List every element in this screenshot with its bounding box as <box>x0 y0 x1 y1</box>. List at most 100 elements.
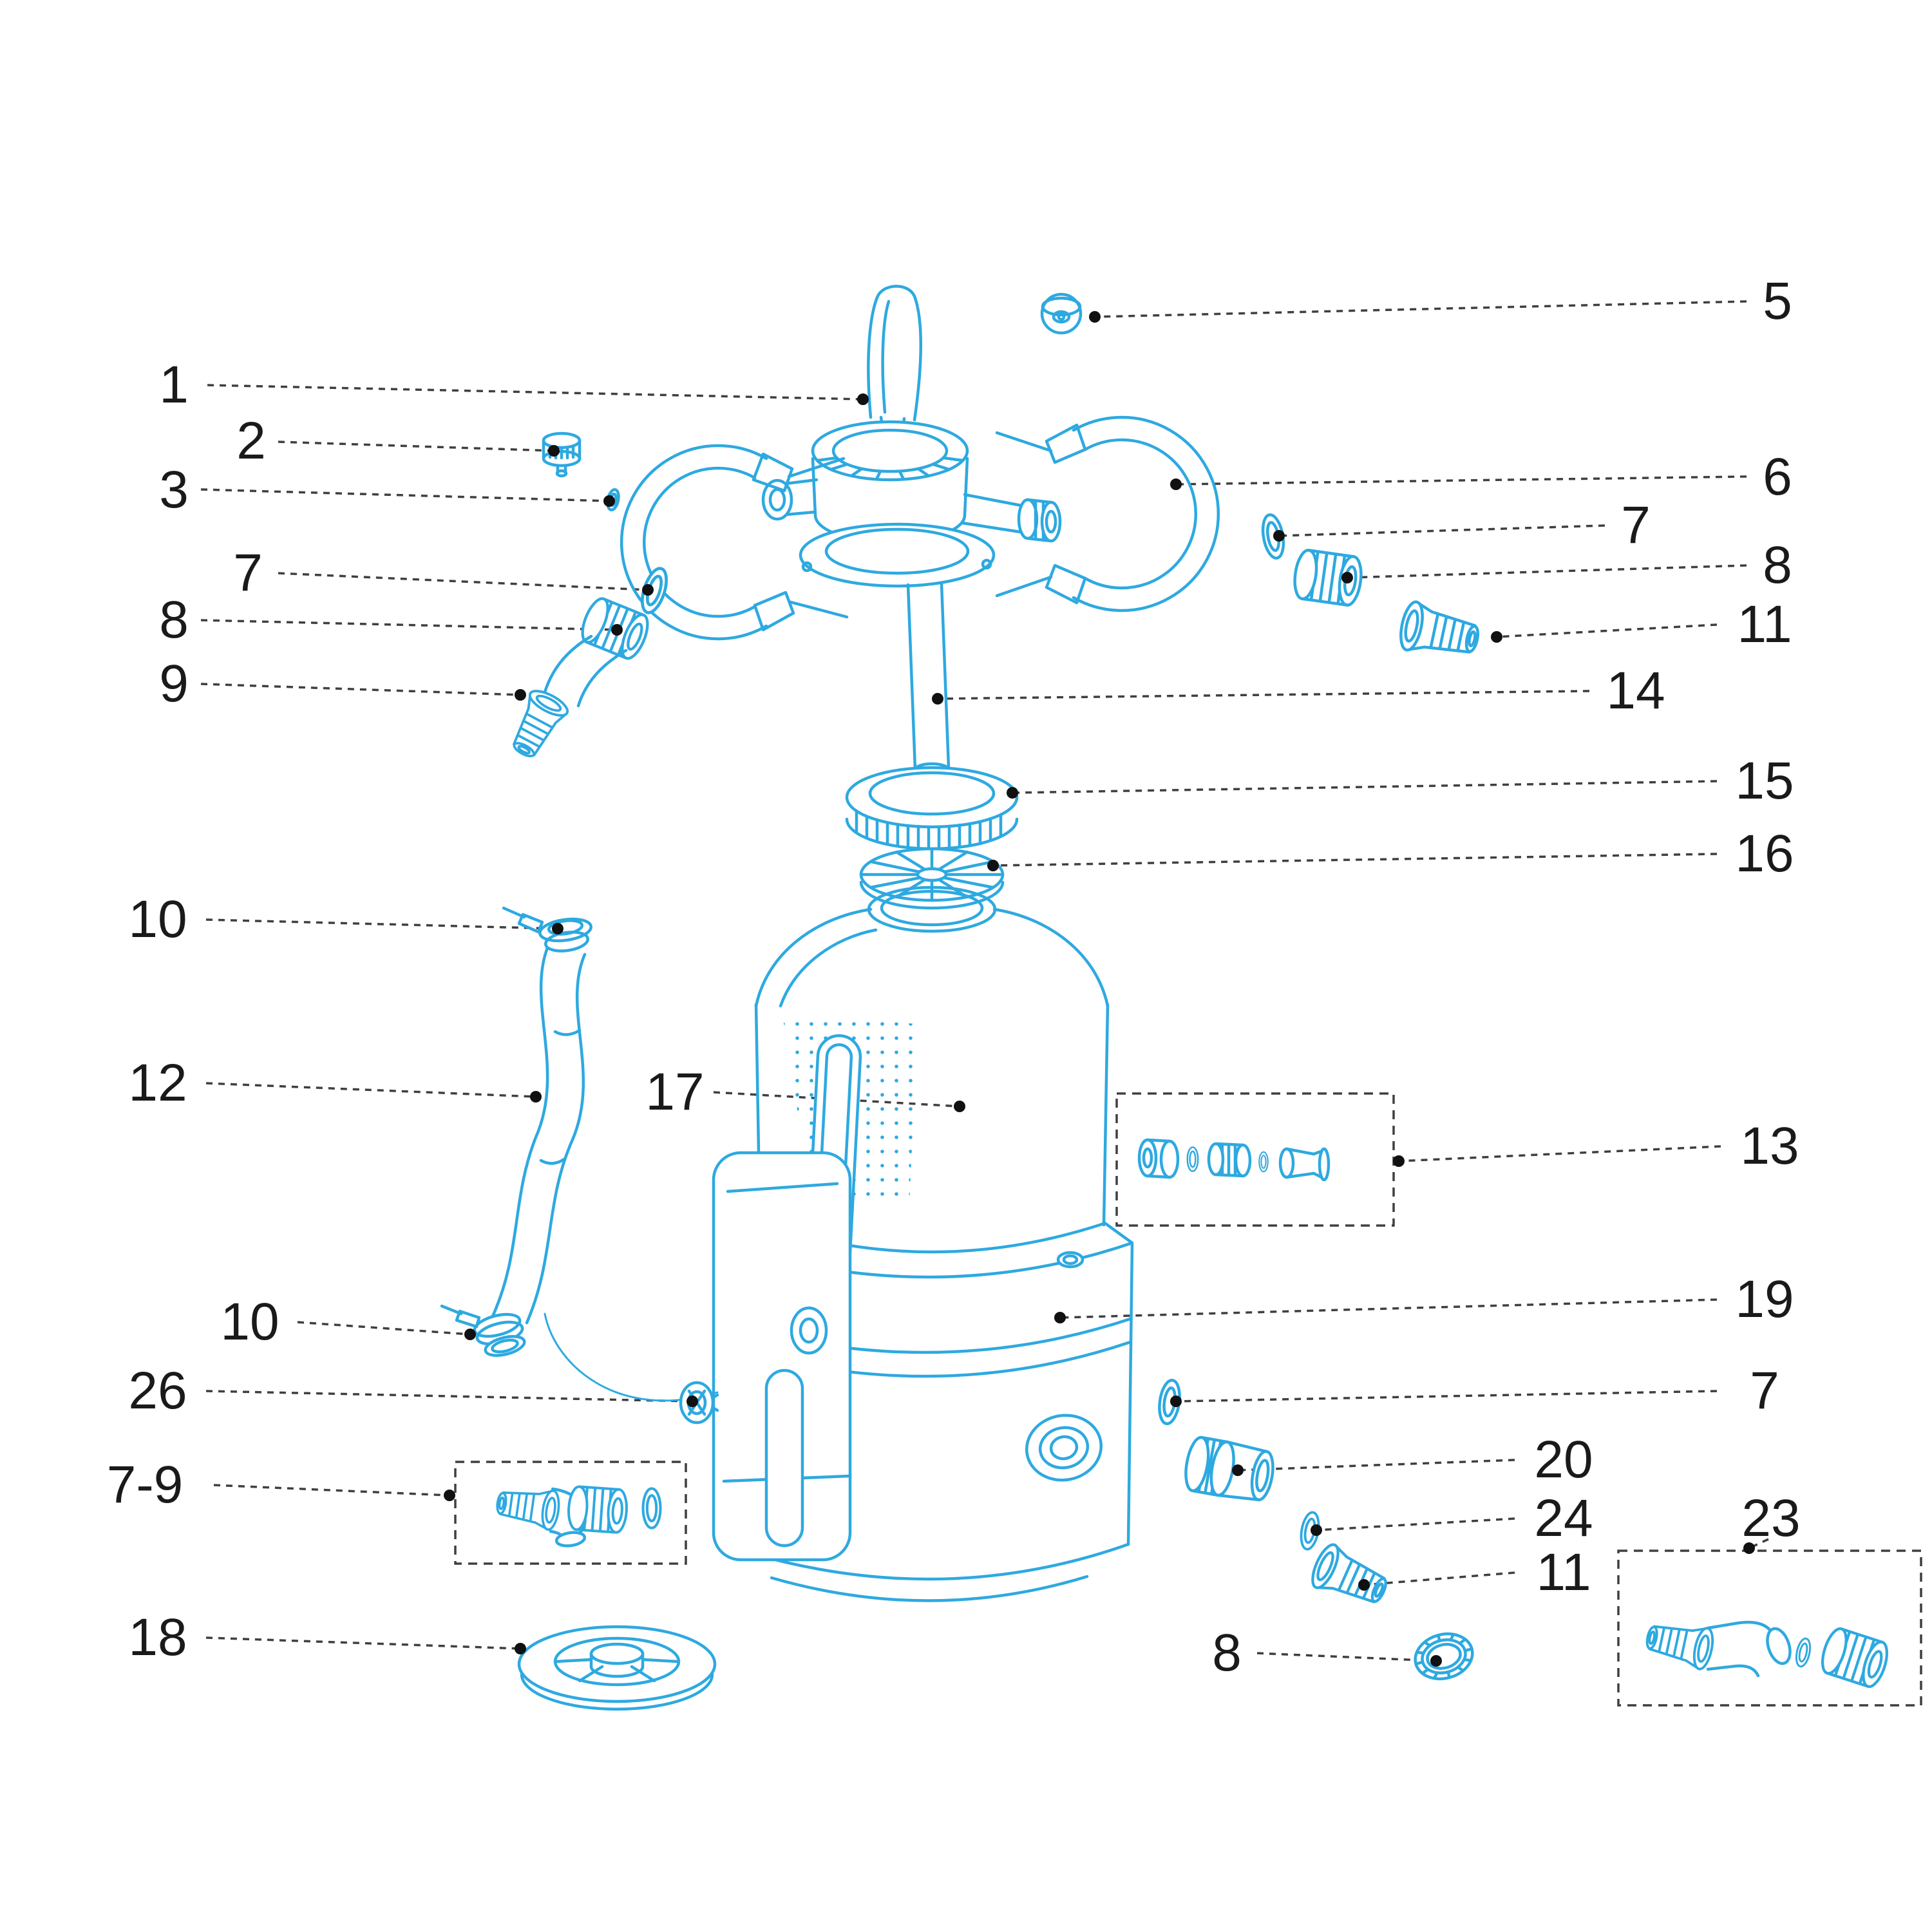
part-18-base <box>517 1625 717 1711</box>
callout-label-7-right: 7 <box>1621 496 1651 554</box>
leader-18 <box>205 1636 521 1650</box>
part-10-clamp-lower <box>440 1304 526 1357</box>
part-6-clamp-right <box>995 415 1220 612</box>
part-13-kit-parts <box>1137 1138 1331 1182</box>
leader-24 <box>1316 1517 1515 1531</box>
part-23-kit-parts <box>1642 1615 1891 1689</box>
leader-dot-8-right <box>1341 572 1353 583</box>
leader-5 <box>1094 300 1747 318</box>
leader-dot-7-9 <box>444 1490 455 1501</box>
callout-label-11-right: 11 <box>1737 595 1792 654</box>
callout-label-6: 6 <box>1763 448 1792 506</box>
part-26-drain-valve <box>679 1381 719 1425</box>
leader-dot-11-right <box>1491 631 1502 643</box>
callout-label-18: 18 <box>128 1608 187 1667</box>
leader-10-lower <box>297 1321 471 1336</box>
callout-label-8-right: 8 <box>1763 536 1792 594</box>
callout-label-2: 2 <box>236 412 266 470</box>
callout-label-8-left: 8 <box>159 591 189 649</box>
leader-12 <box>205 1082 536 1098</box>
leader-dot-12 <box>530 1091 542 1103</box>
callout-label-7-bottom: 7 <box>1750 1361 1779 1420</box>
leader-dot-11-bottom <box>1358 1579 1370 1591</box>
leader-dot-10-upper <box>552 923 564 934</box>
leader-dot-17 <box>954 1101 965 1112</box>
callout-label-26: 26 <box>128 1361 187 1420</box>
part-11-adapter-right <box>1397 600 1482 664</box>
leader-dot-10-lower <box>464 1329 476 1340</box>
callout-label-19: 19 <box>1735 1270 1794 1329</box>
part-23-kit-box <box>1617 1549 1922 1707</box>
leader-1 <box>207 384 864 401</box>
leader-2 <box>278 440 554 452</box>
callout-label-5: 5 <box>1763 272 1792 330</box>
leader-dot-7-right <box>1273 530 1285 542</box>
part-15-collar <box>845 766 1019 851</box>
leader-13 <box>1398 1145 1721 1162</box>
leader-dot-2 <box>548 445 560 457</box>
leader-dot-19 <box>1054 1312 1066 1323</box>
leader-dot-3 <box>603 495 615 507</box>
part-8-nut-right <box>1292 549 1364 606</box>
callout-label-1: 1 <box>159 355 189 414</box>
callout-label-15: 15 <box>1735 752 1794 810</box>
callout-label-7-9: 7-9 <box>107 1455 184 1514</box>
part-7-9-kit-box <box>454 1461 687 1565</box>
part-2-plug <box>542 431 582 478</box>
leader-dot-5 <box>1089 311 1101 323</box>
leader-3 <box>200 488 610 502</box>
callout-label-8-bottom: 8 <box>1212 1624 1242 1682</box>
parts-art <box>440 285 1891 1711</box>
callout-label-3: 3 <box>159 460 189 519</box>
leader-7-right <box>1278 524 1605 537</box>
callout-label-13: 13 <box>1740 1117 1799 1175</box>
leader-14 <box>937 690 1590 700</box>
leader-16 <box>992 853 1718 867</box>
callout-label-12: 12 <box>128 1054 187 1112</box>
leader-7-bottom <box>1175 1390 1718 1403</box>
leader-dot-13 <box>1393 1155 1405 1167</box>
leader-dots <box>444 311 1755 1667</box>
leader-dot-6 <box>1170 478 1182 490</box>
leader-8-right <box>1347 564 1747 579</box>
callout-label-23: 23 <box>1741 1489 1800 1548</box>
callout-label-16: 16 <box>1735 824 1794 883</box>
callout-label-17: 17 <box>645 1063 704 1121</box>
leader-6 <box>1175 475 1747 486</box>
callout-label-10-upper: 10 <box>128 890 187 949</box>
leader-8-left <box>200 619 618 631</box>
callout-labels: 5 1 2 3 6 7 8 11 7 8 9 14 15 16 10 12 17… <box>107 272 1801 1682</box>
part-11-adapter-lower <box>1307 1541 1393 1613</box>
part-7-9-kit-parts <box>493 1482 660 1548</box>
leader-11-right <box>1496 623 1718 638</box>
callout-label-14: 14 <box>1606 661 1665 720</box>
leader-lines <box>200 300 1769 1662</box>
part-5-vent-cap <box>1040 292 1083 335</box>
leader-dot-8-left <box>611 624 623 636</box>
part-16-diffuser <box>859 847 1005 910</box>
leader-9 <box>200 683 521 696</box>
part-12-hose <box>490 946 587 1325</box>
leader-dot-16 <box>987 860 999 871</box>
part-1-valve-assembly <box>761 285 1062 588</box>
leader-dot-26 <box>687 1396 698 1407</box>
part-9-elbow <box>502 634 628 765</box>
leader-7-left <box>278 572 649 591</box>
leader-10-upper <box>205 918 558 930</box>
leader-dot-14 <box>932 693 943 705</box>
leader-8-bottom <box>1256 1652 1437 1662</box>
leader-dot-24 <box>1311 1524 1322 1536</box>
part-8-nut-bottom <box>1414 1632 1474 1681</box>
callout-label-11-bottom: 11 <box>1536 1543 1591 1602</box>
leader-19 <box>1059 1298 1718 1319</box>
part-19-housing <box>544 1151 1134 1602</box>
leader-dot-23 <box>1743 1542 1755 1554</box>
part-14-standpipe <box>906 582 951 779</box>
leader-dot-18 <box>515 1643 526 1654</box>
leader-15 <box>1012 780 1718 794</box>
part-10-clamp-upper <box>502 906 592 952</box>
leader-dot-20 <box>1232 1464 1244 1476</box>
callout-label-20: 20 <box>1534 1430 1593 1489</box>
